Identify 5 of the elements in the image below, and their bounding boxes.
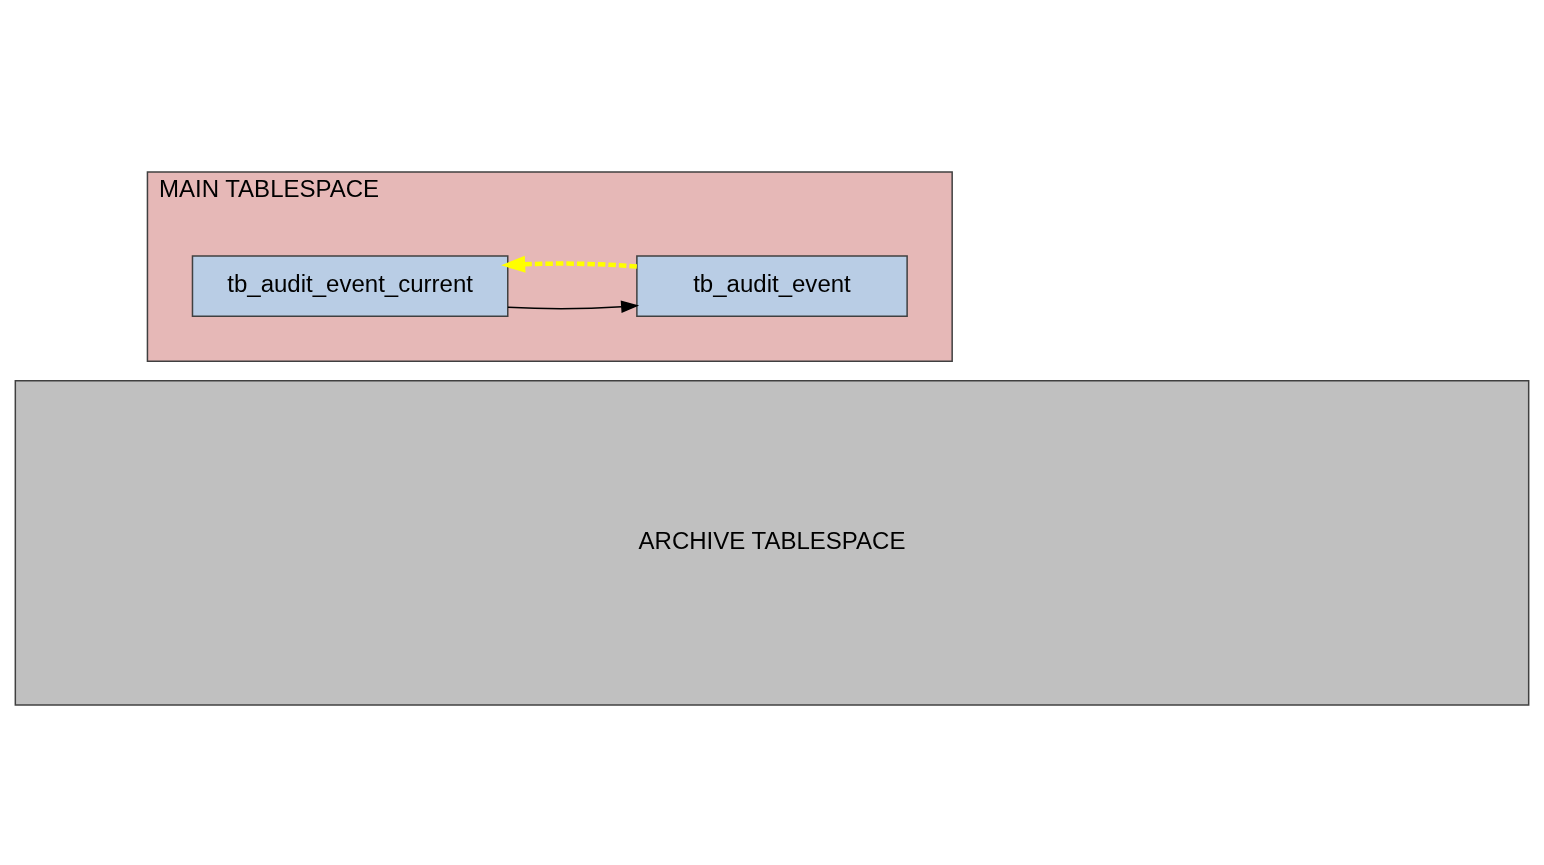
- arrow: [501, 255, 637, 273]
- arrow: [507, 300, 640, 314]
- node-box: tb_audit_event_current: [191, 255, 509, 317]
- node-box: tb_audit_event: [636, 255, 908, 317]
- node-box: ARCHIVE TABLESPACE: [14, 379, 1530, 706]
